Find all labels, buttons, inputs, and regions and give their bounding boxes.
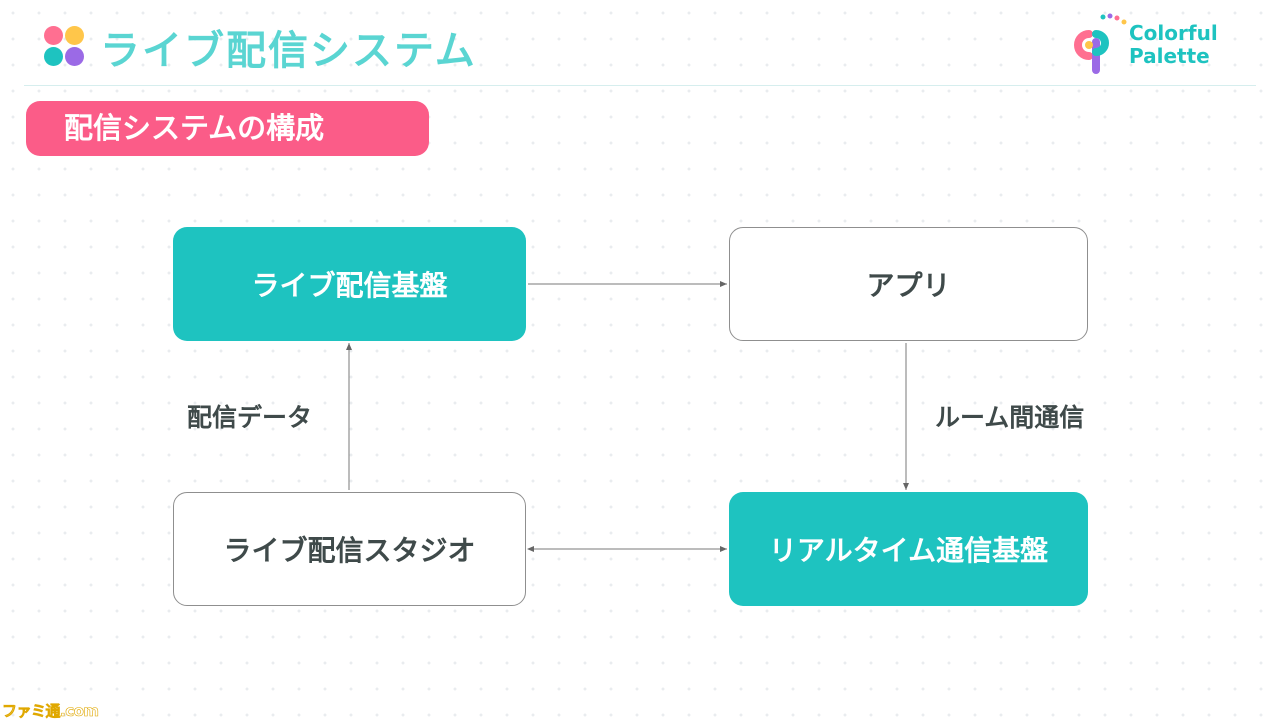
four-dots-logo-icon — [44, 26, 86, 68]
edge-label-room-communication: ルーム間通信 — [935, 403, 1085, 432]
page-title: ライブ配信システム — [100, 28, 477, 74]
node-live-platform: ライブ配信基盤 — [173, 227, 526, 341]
famitsu-watermark: ファミ通.com — [2, 702, 100, 721]
node-realtime-platform: リアルタイム通信基盤 — [729, 492, 1088, 606]
edge-label-stream-data: 配信データ — [187, 403, 313, 432]
node-live-studio: ライブ配信スタジオ — [173, 492, 526, 606]
node-live-platform-label: ライブ配信基盤 — [251, 269, 448, 302]
palette-mark-icon — [1074, 13, 1127, 74]
brand-name-line1: Colorful — [1129, 21, 1218, 45]
teal-dot-icon — [44, 47, 63, 66]
purple-dot-icon — [65, 47, 84, 66]
yellow-dot-icon — [65, 26, 84, 45]
node-app: アプリ — [729, 227, 1088, 341]
header-divider — [24, 85, 1256, 86]
node-live-studio-label: ライブ配信スタジオ — [223, 534, 476, 567]
node-app-label: アプリ — [866, 269, 951, 302]
colorful-palette-logo: Colorful Palette — [1069, 12, 1244, 74]
slide-header: ライブ配信システム Colorful Palette — [0, 0, 1280, 86]
pink-dot-icon — [44, 26, 63, 45]
section-label: 配信システムの構成 — [26, 101, 429, 156]
brand-name-line2: Palette — [1129, 44, 1210, 68]
node-realtime-platform-label: リアルタイム通信基盤 — [768, 534, 1049, 567]
